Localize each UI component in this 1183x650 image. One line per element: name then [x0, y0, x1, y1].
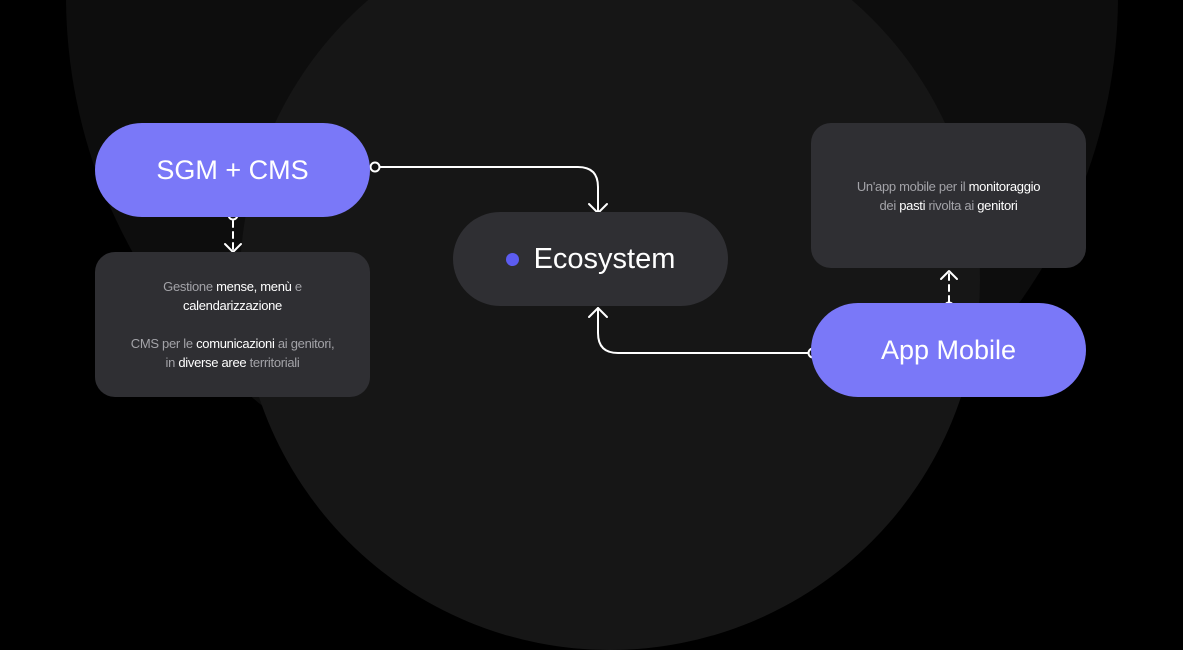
- node-ecosystem-label: Ecosystem: [533, 242, 676, 275]
- card-app-description: Un'app mobile per il monitoraggio dei pa…: [811, 123, 1086, 268]
- node-ecosystem: Ecosystem: [453, 212, 728, 306]
- card-highlight: diverse aree: [178, 355, 247, 370]
- card-text: Un'app mobile per il: [856, 178, 969, 194]
- card-text: ai genitori,: [274, 336, 335, 351]
- card-sgm-line-1: Gestione mense, menù e: [163, 277, 302, 296]
- card-sgm-line-2: calendarizzazione: [183, 296, 282, 315]
- arrowhead-up-icon: [588, 307, 608, 318]
- card-app-line-1: Un'app mobile per il monitoraggio: [856, 177, 1041, 196]
- card-text: CMS per le: [130, 336, 197, 351]
- card-sgm-description: Gestione mense, menù e calendarizzazione…: [95, 252, 370, 397]
- card-highlight: pasti: [899, 197, 926, 213]
- card-text: rivolta ai: [925, 197, 978, 213]
- card-highlight: comunicazioni: [196, 336, 275, 351]
- connector-port-sgm-right: [369, 161, 381, 173]
- node-sgm-cms: SGM + CMS: [95, 123, 370, 217]
- ecosystem-dot-icon: [505, 252, 519, 266]
- card-highlight: mense: [216, 279, 254, 294]
- card-highlight: calendarizzazione: [183, 298, 282, 313]
- card-text: territoriali: [246, 355, 300, 370]
- card-text: Gestione: [163, 279, 217, 294]
- card-text: ,: [253, 279, 261, 294]
- card-text: in: [165, 355, 179, 370]
- connector-app-to-ecosystem: [597, 307, 809, 354]
- card-app-line-2: dei pasti rivolta ai genitori: [879, 196, 1017, 215]
- card-highlight: menù: [260, 279, 292, 294]
- card-sgm-line-4: in diverse aree territoriali: [166, 353, 300, 372]
- card-sgm-line-3: CMS per le comunicazioni ai genitori,: [131, 334, 335, 353]
- card-highlight: monitoraggio: [968, 178, 1041, 194]
- card-text: dei: [879, 197, 900, 213]
- arrowhead-up-small-icon: [940, 270, 958, 280]
- connector-sgm-to-ecosystem: [379, 166, 599, 214]
- node-app-mobile: App Mobile: [811, 303, 1086, 397]
- card-highlight: genitori: [977, 197, 1018, 213]
- node-sgm-cms-label: SGM + CMS: [156, 154, 309, 185]
- node-app-mobile-label: App Mobile: [880, 334, 1017, 365]
- card-text: e: [291, 279, 302, 294]
